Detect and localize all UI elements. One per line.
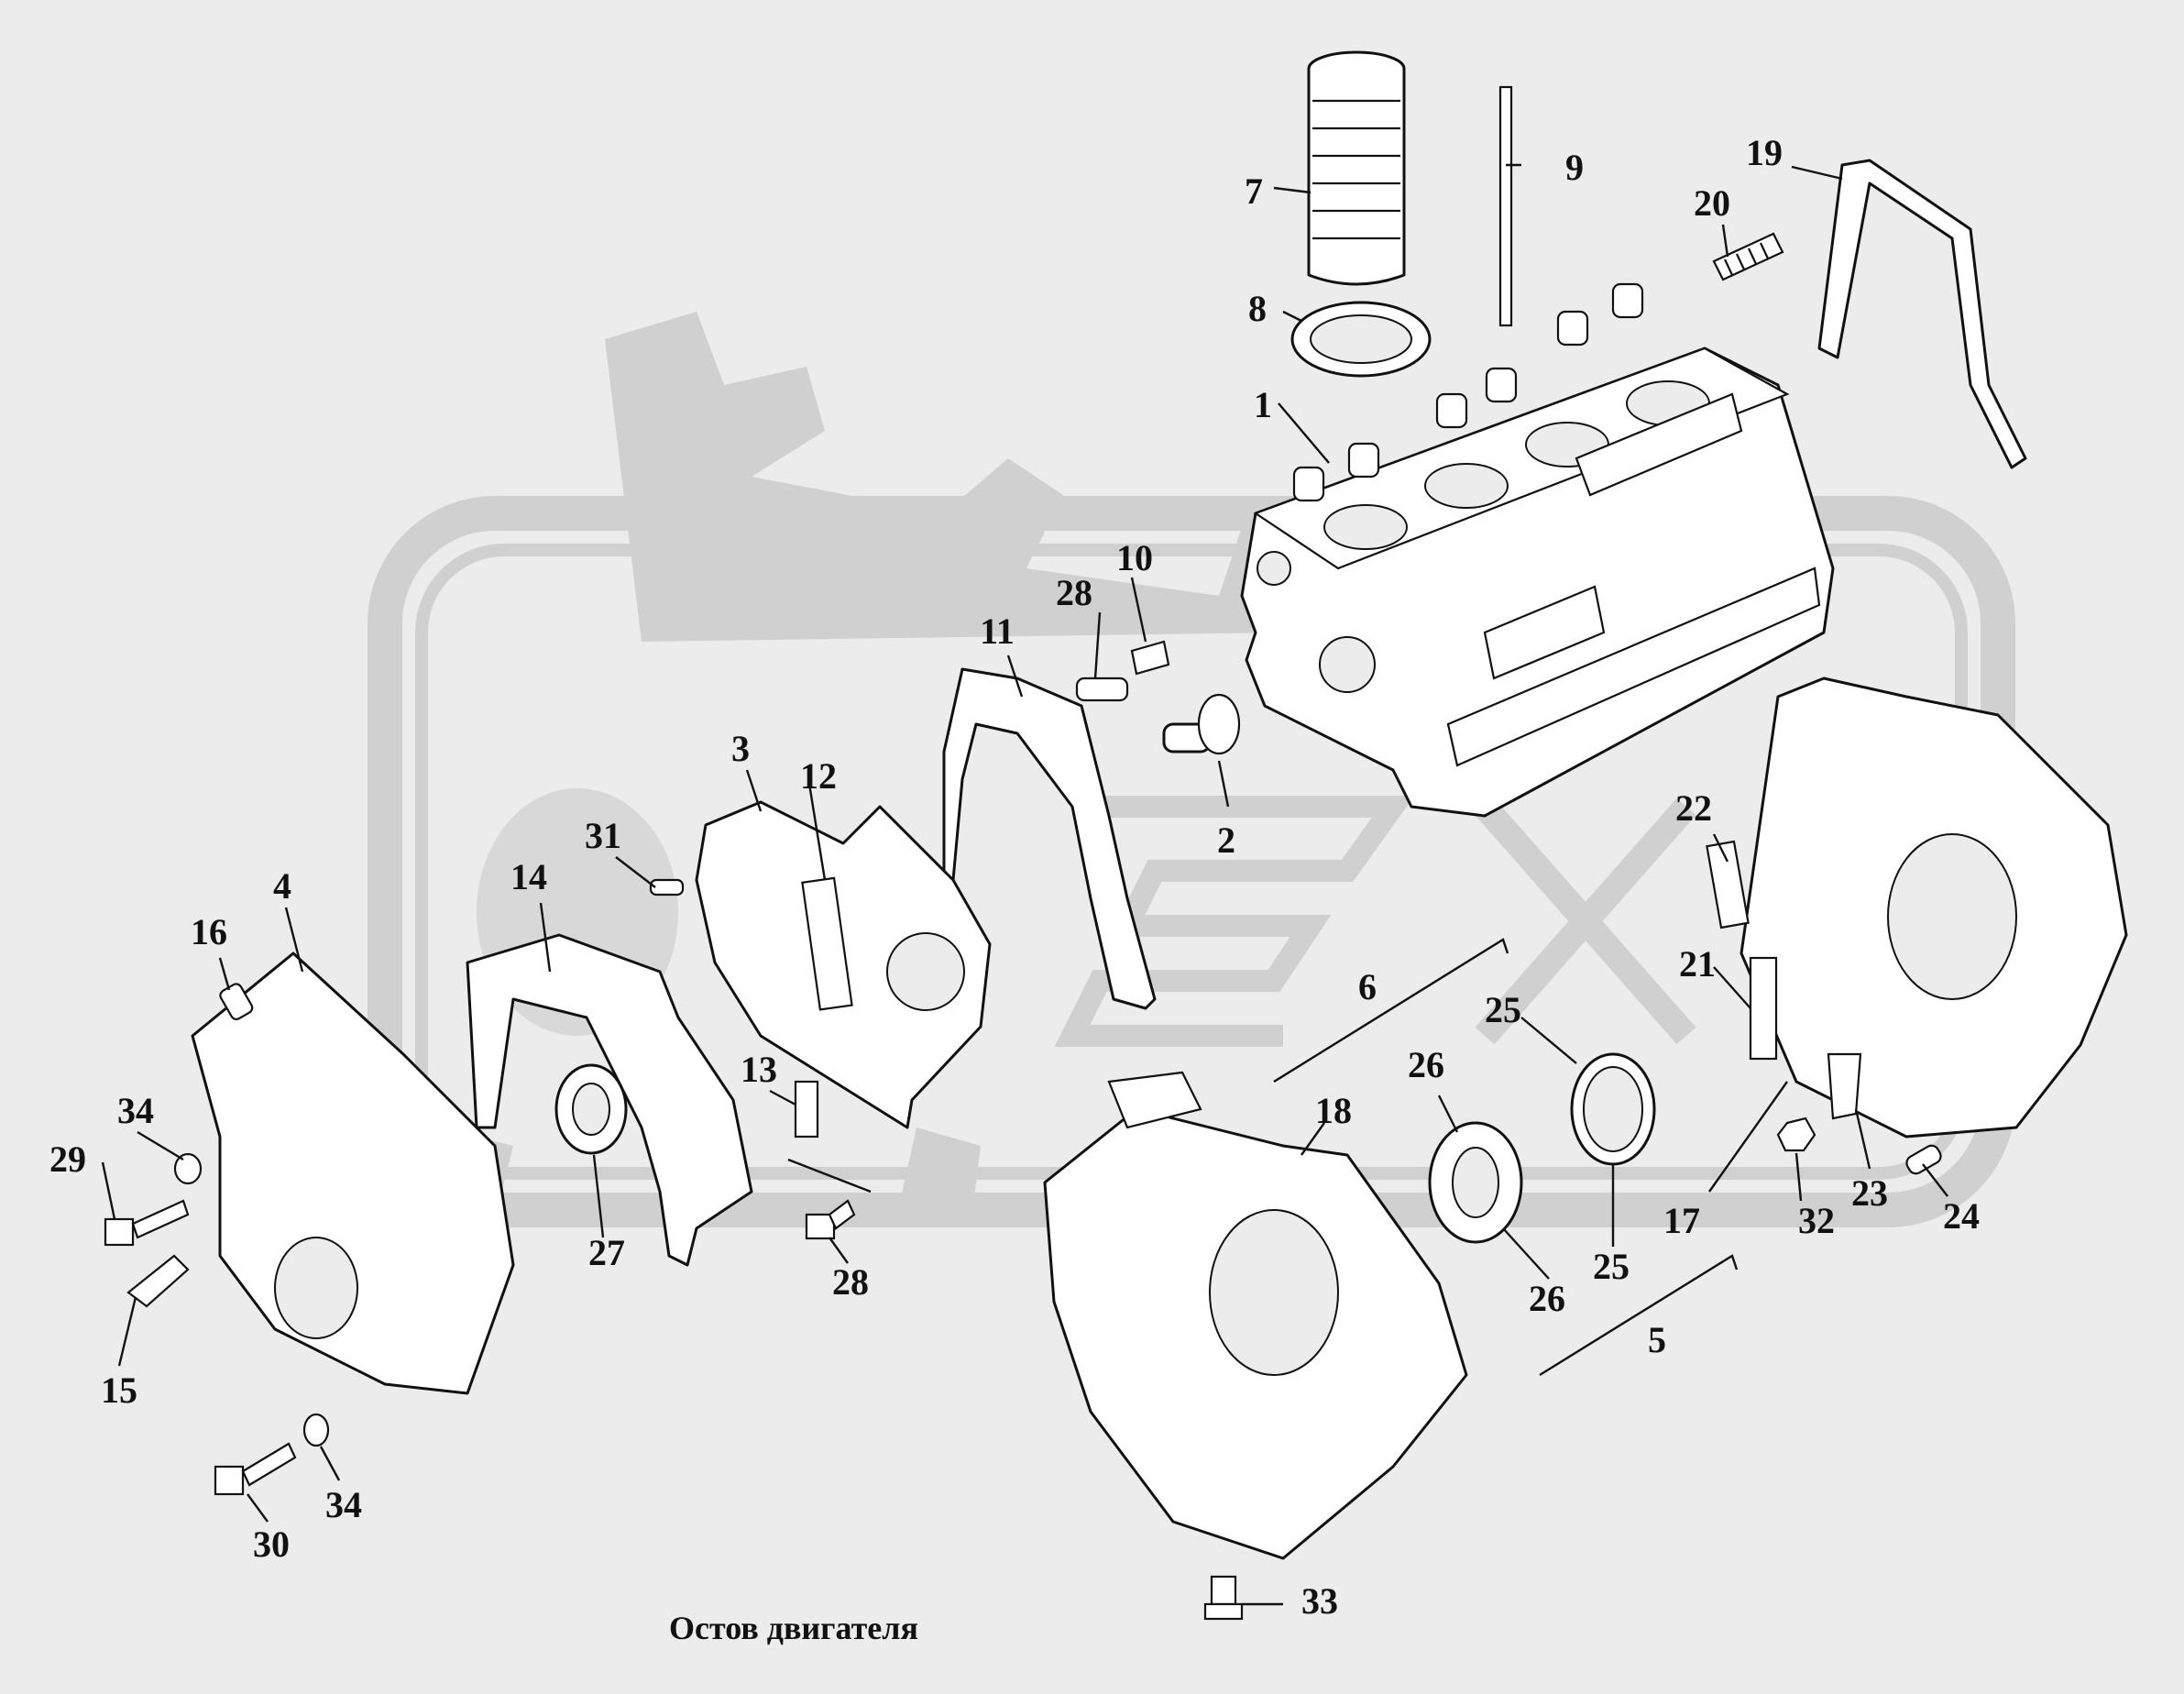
callout-16: 16 xyxy=(191,911,227,952)
callout-23: 23 xyxy=(1851,1172,1888,1214)
callout-11: 11 xyxy=(980,610,1015,652)
callout-22: 22 xyxy=(1675,787,1712,829)
diagram-caption: Остов двигателя xyxy=(669,1610,918,1646)
bolt-33 xyxy=(1203,1575,1244,1621)
callout-21: 21 xyxy=(1679,943,1716,984)
plate-21 xyxy=(1749,956,1778,1061)
callout-5: 5 xyxy=(1648,1319,1666,1360)
front-cover xyxy=(191,952,515,1395)
rear-housing xyxy=(1740,676,2128,1138)
washer-34-upper xyxy=(173,1152,203,1185)
callouts: 1 2 3 4 5 6 7 8 9 10 11 12 13 14 15 16 1… xyxy=(49,132,1980,1622)
front-plate-hole xyxy=(886,932,965,1011)
callout-25b: 25 xyxy=(1593,1246,1630,1287)
washer-34-lower xyxy=(302,1413,330,1447)
callout-15: 15 xyxy=(101,1370,137,1411)
bolt-lower xyxy=(805,1199,856,1240)
bracket-line-5 xyxy=(1539,1254,1739,1377)
callout-25a: 25 xyxy=(1485,989,1521,1030)
callout-17: 17 xyxy=(1663,1200,1700,1241)
bracket-small xyxy=(126,1254,190,1308)
plate-strip xyxy=(801,876,853,1011)
callout-20: 20 xyxy=(1694,182,1730,224)
callout-6: 6 xyxy=(1358,966,1377,1007)
front-cover-hole xyxy=(274,1237,358,1339)
stud-rod xyxy=(1498,85,1513,327)
callout-19: 19 xyxy=(1746,132,1783,173)
callout-29: 29 xyxy=(49,1138,86,1180)
callout-28b: 28 xyxy=(832,1261,869,1303)
callout-4: 4 xyxy=(273,865,291,907)
seal-ring-bore xyxy=(1583,1066,1643,1152)
callout-34b: 34 xyxy=(325,1484,362,1525)
nut-32 xyxy=(1776,1116,1816,1152)
callout-8: 8 xyxy=(1248,288,1267,329)
leader-lines xyxy=(101,163,1948,1606)
callout-18: 18 xyxy=(1315,1090,1352,1131)
callout-13: 13 xyxy=(741,1049,777,1090)
callout-31: 31 xyxy=(585,815,621,856)
callout-10: 10 xyxy=(1116,537,1153,578)
cylinder-sleeve xyxy=(1307,50,1406,286)
callout-33: 33 xyxy=(1301,1580,1338,1622)
callout-34a: 34 xyxy=(117,1090,154,1131)
callout-9: 9 xyxy=(1565,147,1584,188)
bracket-line-28 xyxy=(787,1158,872,1194)
rear-seal-bore xyxy=(1452,1147,1499,1218)
plate-23 xyxy=(1827,1052,1862,1120)
pin-24 xyxy=(1905,1144,1942,1175)
oil-seal-bore xyxy=(572,1083,610,1136)
bolt-upper xyxy=(1075,676,1129,702)
screw-31 xyxy=(649,878,685,896)
callout-30: 30 xyxy=(253,1524,290,1565)
cylinder-gasket-bore xyxy=(1310,314,1412,364)
callout-28a: 28 xyxy=(1056,572,1092,613)
callout-27: 27 xyxy=(588,1232,625,1273)
small-bolt xyxy=(1712,232,1784,281)
engine-block xyxy=(1240,282,1835,818)
sensor xyxy=(1162,693,1241,755)
callout-14: 14 xyxy=(510,856,547,897)
front-gasket xyxy=(466,933,753,1267)
callout-24: 24 xyxy=(1943,1195,1980,1237)
plate-22 xyxy=(1706,840,1750,930)
callout-26a: 26 xyxy=(1408,1044,1444,1085)
bracket xyxy=(1130,640,1170,676)
bolt-29 xyxy=(104,1199,190,1247)
flywheel-housing xyxy=(1043,1071,1468,1560)
callout-7: 7 xyxy=(1245,170,1263,212)
callout-26b: 26 xyxy=(1529,1278,1565,1319)
rear-gasket xyxy=(1817,159,2027,469)
callout-2: 2 xyxy=(1217,820,1235,861)
bracket-line-6 xyxy=(1273,938,1509,1084)
callout-1: 1 xyxy=(1254,384,1272,425)
callout-32: 32 xyxy=(1798,1200,1835,1241)
lock-strip xyxy=(794,1080,819,1138)
bolt-30 xyxy=(214,1442,297,1496)
callout-12: 12 xyxy=(800,755,837,797)
callout-3: 3 xyxy=(731,728,750,769)
